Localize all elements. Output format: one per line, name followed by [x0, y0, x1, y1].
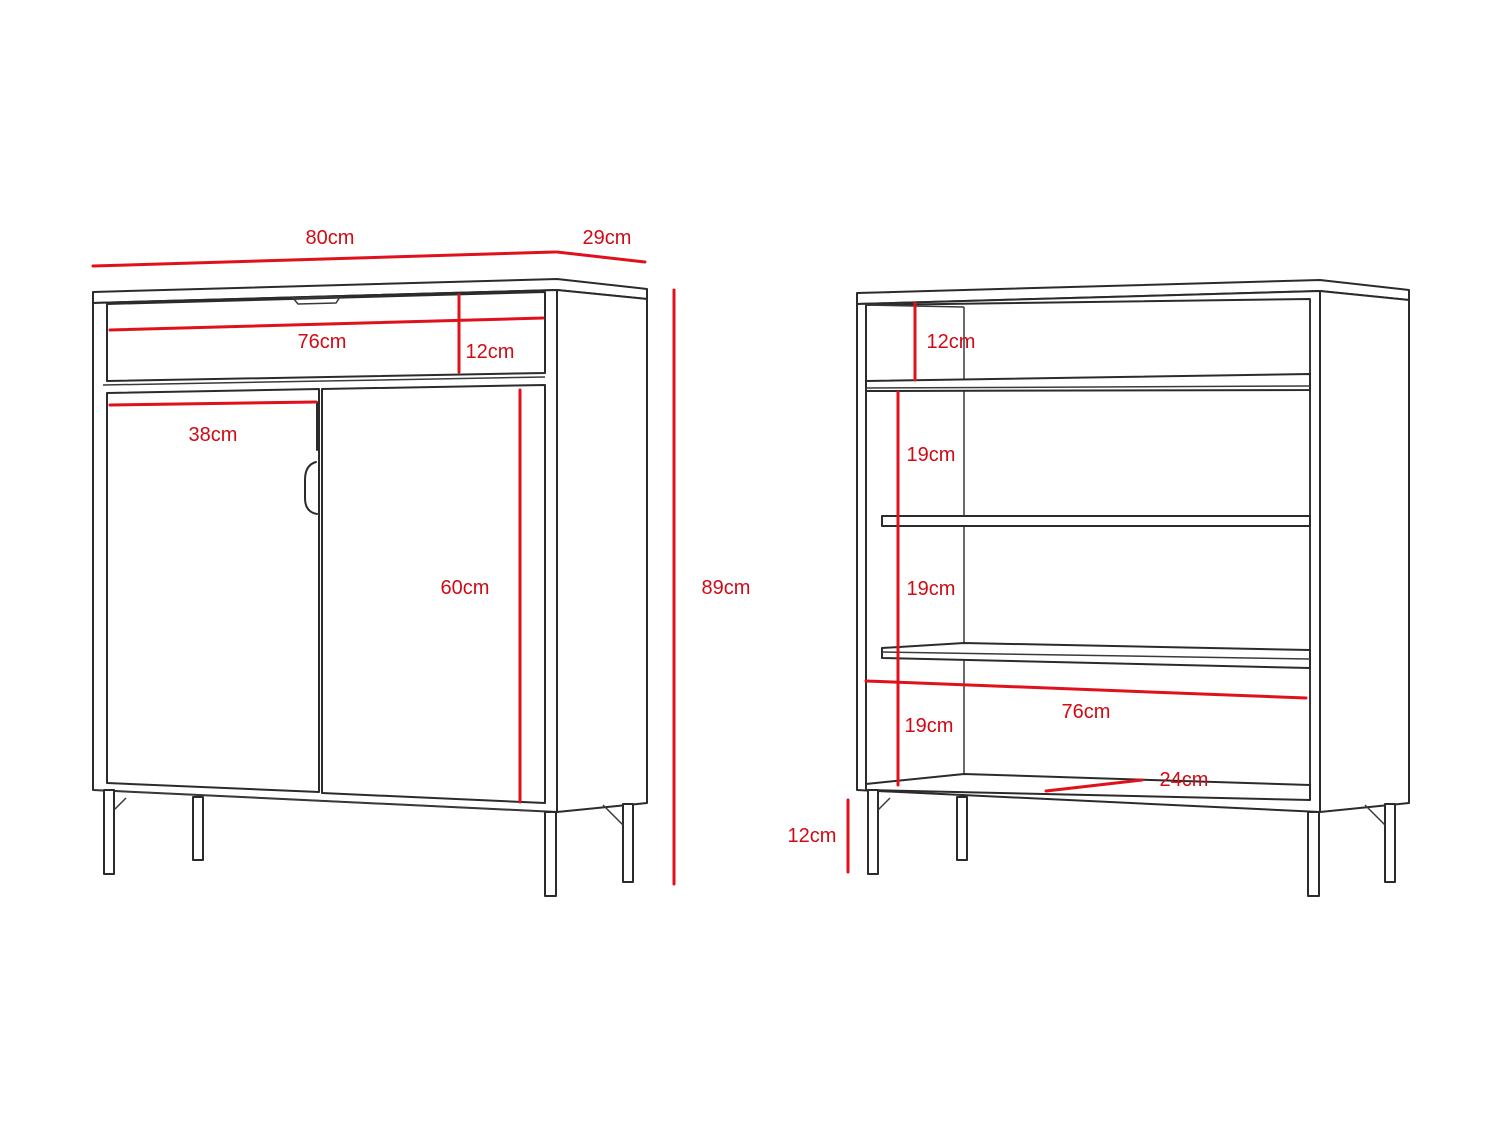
depth-label: 29cm: [583, 227, 632, 249]
depth-dimension-line: [555, 250, 647, 264]
shelf-depth-dimension-line: [1044, 778, 1144, 793]
front-leg-right: [544, 811, 557, 897]
open-legs: [867, 789, 1396, 897]
shelf-depth-label: 24cm: [1160, 769, 1209, 791]
front-cabinet: [92, 278, 648, 897]
front-dimensions: 80cm 29cm 76cm 12cm 38cm 60cm 89cm: [91, 227, 751, 886]
open-leg-back-right: [1384, 803, 1396, 883]
inner-width-dimension-line: [864, 679, 1308, 700]
leg-brace: [602, 804, 624, 826]
drawer-front: [106, 291, 546, 382]
front-plinth: [92, 789, 558, 813]
total-height-label: 89cm: [702, 577, 751, 599]
leg-brace: [877, 797, 891, 811]
shelf-middle: [881, 515, 1311, 527]
drawer-handle: [291, 296, 342, 305]
shelf-3-label: 19cm: [905, 715, 954, 737]
door-width-dimension-line: [108, 400, 318, 407]
shelf-lower-edge: [881, 651, 1311, 660]
shelf-top-edge: [865, 385, 1311, 389]
open-cabinet: [856, 279, 1410, 897]
open-leg-back-left: [956, 796, 968, 861]
shelf-2-label: 19cm: [907, 578, 956, 600]
right-door: [321, 384, 546, 804]
shelf-1-label: 19cm: [907, 444, 956, 466]
front-leg-back-left: [192, 796, 204, 861]
drawer-width-dimension-line: [108, 316, 545, 332]
leg-brace: [1364, 804, 1386, 826]
drawer-width-label: 76cm: [298, 331, 347, 353]
front-cabinet-side: [556, 289, 648, 813]
open-leg-left: [867, 789, 879, 875]
open-cabinet-side: [1319, 290, 1410, 813]
width-label: 80cm: [306, 227, 355, 249]
door-height-label: 60cm: [441, 577, 490, 599]
open-leg-right: [1307, 811, 1320, 897]
left-door: [106, 388, 320, 793]
inner-width-label: 76cm: [1062, 701, 1111, 723]
leg-brace: [113, 797, 127, 811]
drawer-rail: [102, 376, 546, 386]
top-compartment-label: 12cm: [927, 331, 976, 353]
front-leg-back-right: [622, 803, 634, 883]
width-dimension-line: [91, 250, 557, 268]
front-leg-left: [103, 789, 115, 875]
door-width-label: 38cm: [189, 424, 238, 446]
front-legs: [103, 789, 634, 897]
leg-height-label: 12cm: [788, 825, 837, 847]
open-dimensions: 12cm 19cm 19cm 19cm 76cm 24cm 12cm: [788, 301, 1308, 874]
drawer-height-label: 12cm: [466, 341, 515, 363]
door-handle: [304, 401, 318, 515]
